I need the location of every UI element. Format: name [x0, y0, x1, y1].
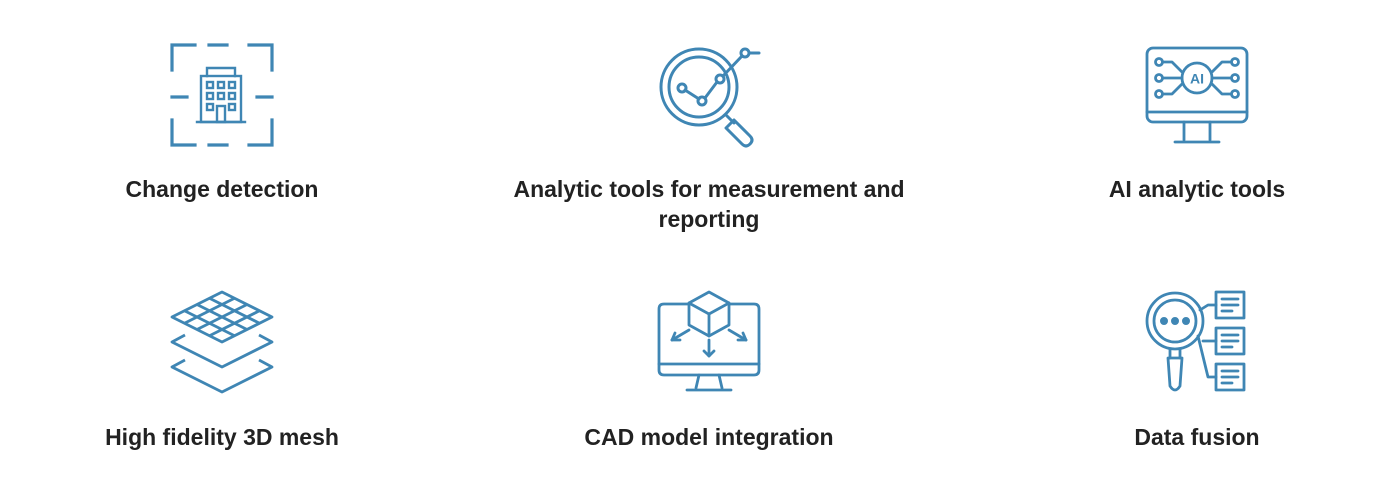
- layered-mesh-icon: [167, 288, 277, 398]
- feature-label: Data fusion: [1134, 424, 1260, 450]
- feature-label: AI analytic tools: [1108, 176, 1286, 202]
- cube-monitor-icon: [654, 288, 764, 398]
- feature-label: CAD model integration: [584, 424, 834, 450]
- building-scan-icon: [167, 40, 277, 150]
- feature-label: High fidelity 3D mesh: [105, 424, 339, 450]
- svg-text:AI: AI: [1190, 71, 1204, 87]
- ai-monitor-icon: AI: [1142, 40, 1252, 150]
- magnifier-chart-icon: [654, 40, 764, 150]
- search-data-icon: [1142, 288, 1252, 398]
- feature-data-fusion: Data fusion: [977, 288, 1378, 452]
- feature-label: Change detection: [125, 176, 319, 202]
- feature-change-detection: Change detection: [2, 40, 442, 204]
- feature-label: Analytic tools for measurement and repor…: [513, 176, 905, 232]
- feature-analytic-tools: Analytic tools for measurement and repor…: [489, 40, 929, 234]
- feature-cad-integration: CAD model integration: [489, 288, 929, 452]
- feature-3d-mesh: High fidelity 3D mesh: [2, 288, 442, 452]
- feature-ai-analytic-tools: AI AI analytic tools: [977, 40, 1378, 204]
